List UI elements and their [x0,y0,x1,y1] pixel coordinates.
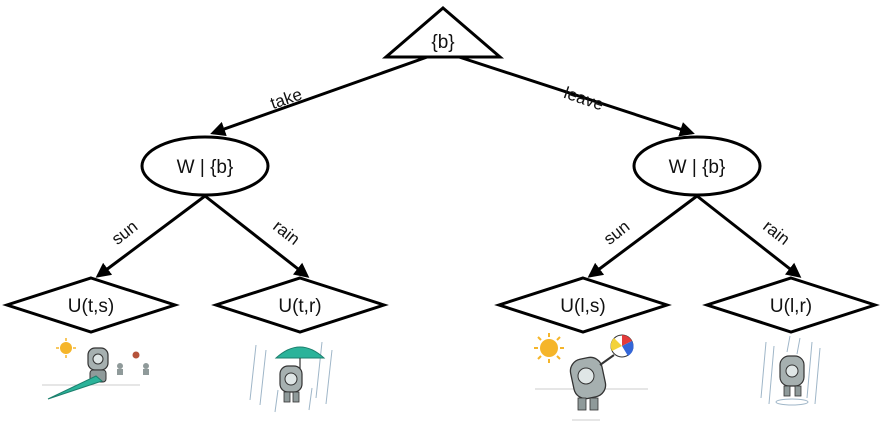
utility-node-leave-sun: U(l,s) [494,276,672,334]
edge-left-rain [204,194,310,278]
edge-take [210,54,431,137]
robot-with-open-umbrella-in-rain-icon [249,341,333,413]
edge-right-sun [587,194,698,278]
edge-leave [455,54,695,137]
beach-ball-icon [610,334,634,358]
chance-node-label: W | {b} [177,157,234,178]
edge-label-right-rain: rain [759,216,793,248]
root-node: {b} [381,6,505,59]
robot-with-closed-umbrella-in-sun-icon [42,338,149,400]
utility-node-take-rain: U(t,r) [211,276,389,334]
utility-node-leave-rain: U(l,r) [702,276,880,334]
edge-label-leave: leave [561,83,606,114]
edge-label-right-sun: sun [600,217,633,249]
utility-label: U(t,r) [278,296,321,317]
edge-label-take: take [268,85,305,113]
chance-node-take: W | {b} [140,135,270,197]
utility-node-take-sun: U(t,s) [2,276,180,334]
utility-label: U(l,r) [770,296,812,317]
edge-right-rain [696,194,802,278]
utility-label: U(l,s) [560,296,605,317]
edge-left-sun [95,194,206,278]
sun-icon [60,342,72,354]
chance-node-label: W | {b} [669,157,726,178]
edge-label-left-sun: sun [108,217,141,249]
robot-playing-beach-ball-in-sun-icon [534,333,648,421]
utility-label: U(t,s) [68,296,114,317]
root-label: {b} [431,32,454,53]
chance-node-leave: W | {b} [632,135,762,197]
edge-label-left-rain: rain [269,216,303,248]
robot-wet-in-rain-icon [760,335,821,406]
sun-icon [540,339,558,357]
